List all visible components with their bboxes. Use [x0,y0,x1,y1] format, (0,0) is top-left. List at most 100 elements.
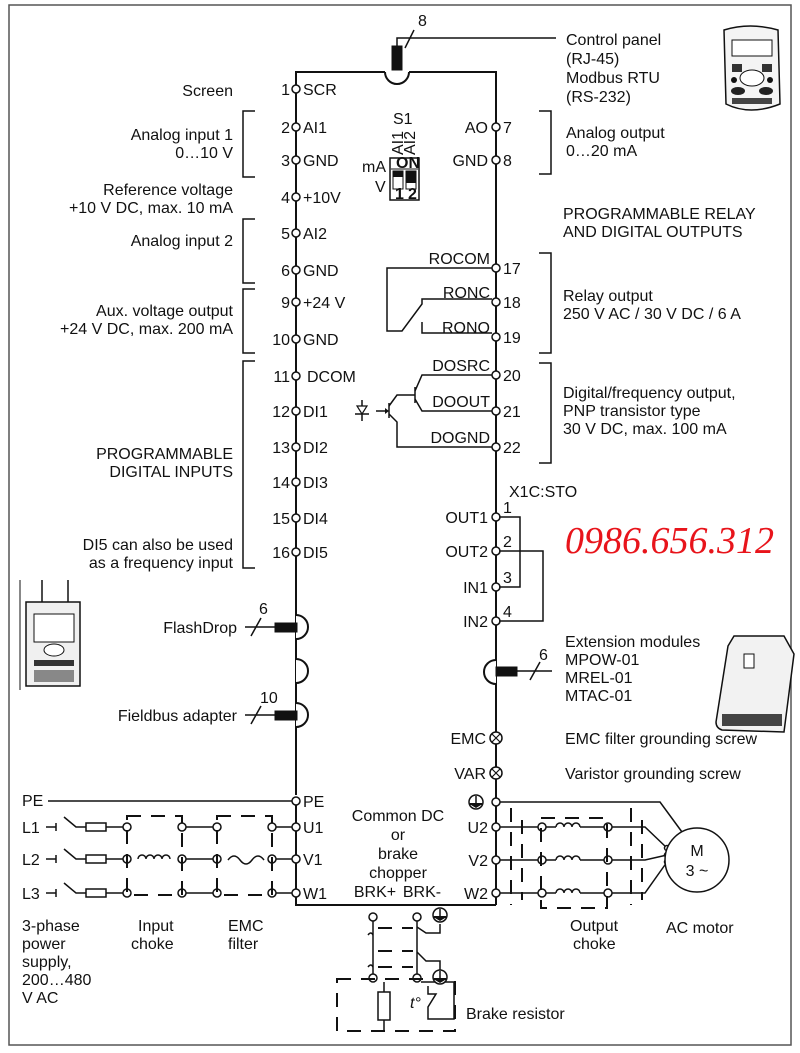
emc-filter-icon [227,855,265,865]
terminal-number: 9 [281,295,290,312]
terminal-pe-out[interactable] [491,797,501,807]
terminal-sto-out1[interactable] [491,512,501,522]
analog-input-2-label: Analog input 2 [131,233,233,250]
aux-voltage-label: Aux. voltage output [96,303,234,320]
phone-number[interactable]: 0986.656.312 [565,520,774,562]
output-choke-label: choke [573,936,616,953]
terminal-label: +10V [303,190,341,207]
terminal-gnd[interactable] [291,265,301,275]
terminal-gnd[interactable] [291,334,301,344]
output-choke-label: Output [570,918,619,935]
terminal-label: V1 [303,852,323,869]
input-choke-icon [137,854,171,860]
aux-voltage-spec: +24 V DC, max. 200 mA [60,321,233,338]
terminal-label: DI1 [303,404,328,421]
terminal-sto-out2[interactable] [491,546,501,556]
terminal-v1[interactable] [291,854,301,864]
terminal-gnd[interactable] [291,155,301,165]
output-choke-icon [555,822,581,828]
terminal-label: U1 [303,820,324,837]
terminal-w1[interactable] [291,888,301,898]
terminal-di3[interactable] [291,477,301,487]
label-line: (RS-232) [566,89,631,106]
terminal-di2[interactable] [291,442,301,452]
choke-terminal [537,888,547,898]
frame-border [8,4,792,1046]
terminal-label: +24 V [303,295,346,312]
input-choke-label: Input [138,918,174,935]
terminal-brk-plus[interactable] [368,912,378,922]
s1-v-label: V [375,179,386,196]
terminal-number: 7 [503,120,512,137]
terminal-number: 1 [281,82,290,99]
terminal-24v[interactable] [291,297,301,307]
digital-output-label: Digital/frequency output, [563,385,736,402]
filter-terminal [267,822,277,832]
terminal-doout[interactable] [491,406,501,416]
extension-cable-count: 6 [539,647,548,664]
dc-label: Common DC [352,808,444,825]
brk-minus-label: BRK- [403,884,441,901]
terminal-number: 20 [503,368,521,385]
relay-output-spec: 250 V AC / 30 V DC / 6 A [563,306,741,323]
sto-terminal-label: OUT1 [445,510,488,527]
fuse-icon [85,854,107,864]
terminal-dosrc[interactable] [491,370,501,380]
ground-screw-label: EMC [450,731,486,748]
label-line: Modbus RTU [566,70,660,87]
choke-terminal [603,888,613,898]
relay-header: PROGRAMMABLE RELAY [563,206,756,223]
filter-terminal [177,822,187,832]
output-choke-icon [555,888,581,894]
terminal-ao[interactable] [491,122,501,132]
sto-terminal-number: 3 [503,570,512,587]
terminal-pe-label: PE [303,794,324,811]
terminal-pe[interactable] [291,796,301,806]
terminal-gnd[interactable] [491,155,501,165]
terminal-w2[interactable] [491,888,501,898]
reference-voltage-spec: +10 V DC, max. 10 mA [69,200,233,217]
terminal-label: GND [303,263,339,280]
label-line: (RJ-45) [566,51,619,68]
terminal-di4[interactable] [291,513,301,523]
motor-label: AC motor [666,920,734,937]
terminal-label: SCR [303,82,337,99]
terminal-label: DI4 [303,511,328,528]
terminal-number: 21 [503,404,521,421]
terminal-rono[interactable] [491,332,501,342]
terminal-di5[interactable] [291,547,301,557]
s1-channel-label: AI2 [402,131,419,155]
digital-inputs-label: PROGRAMMABLE [96,446,233,463]
terminal-di1[interactable] [291,406,301,416]
terminal-10v[interactable] [291,192,301,202]
terminal-dcom[interactable] [291,371,301,381]
terminal-label: AO [465,120,488,137]
terminal-label: AI2 [303,226,327,243]
terminal-u2[interactable] [491,822,501,832]
earth-icon [468,794,484,810]
terminal-label: DI3 [303,475,328,492]
terminal-scr[interactable] [291,84,301,94]
terminal-dognd[interactable] [491,442,501,452]
motor-wire [612,854,668,861]
sto-terminal-label: IN1 [463,580,488,597]
dc-label: or [391,827,406,844]
terminal-number: 11 [273,369,290,386]
terminal-v2[interactable] [491,855,501,865]
terminal-u1[interactable] [291,822,301,832]
terminal-brk-minus[interactable] [412,912,422,922]
terminal-rocom[interactable] [491,263,501,273]
terminal-number: 17 [503,261,521,278]
earth-icon [432,907,448,923]
terminal-ai2[interactable] [291,228,301,238]
terminal-ronc[interactable] [491,297,501,307]
terminal-number: 10 [272,332,290,349]
terminal-ai1[interactable] [291,122,301,132]
terminal-sto-in2[interactable] [491,616,501,626]
brake-resistor-icon [377,991,391,1021]
flashdrop-cable-count: 6 [259,601,268,618]
terminal-sto-in1[interactable] [491,582,501,592]
phase-label: L2 [22,852,40,869]
